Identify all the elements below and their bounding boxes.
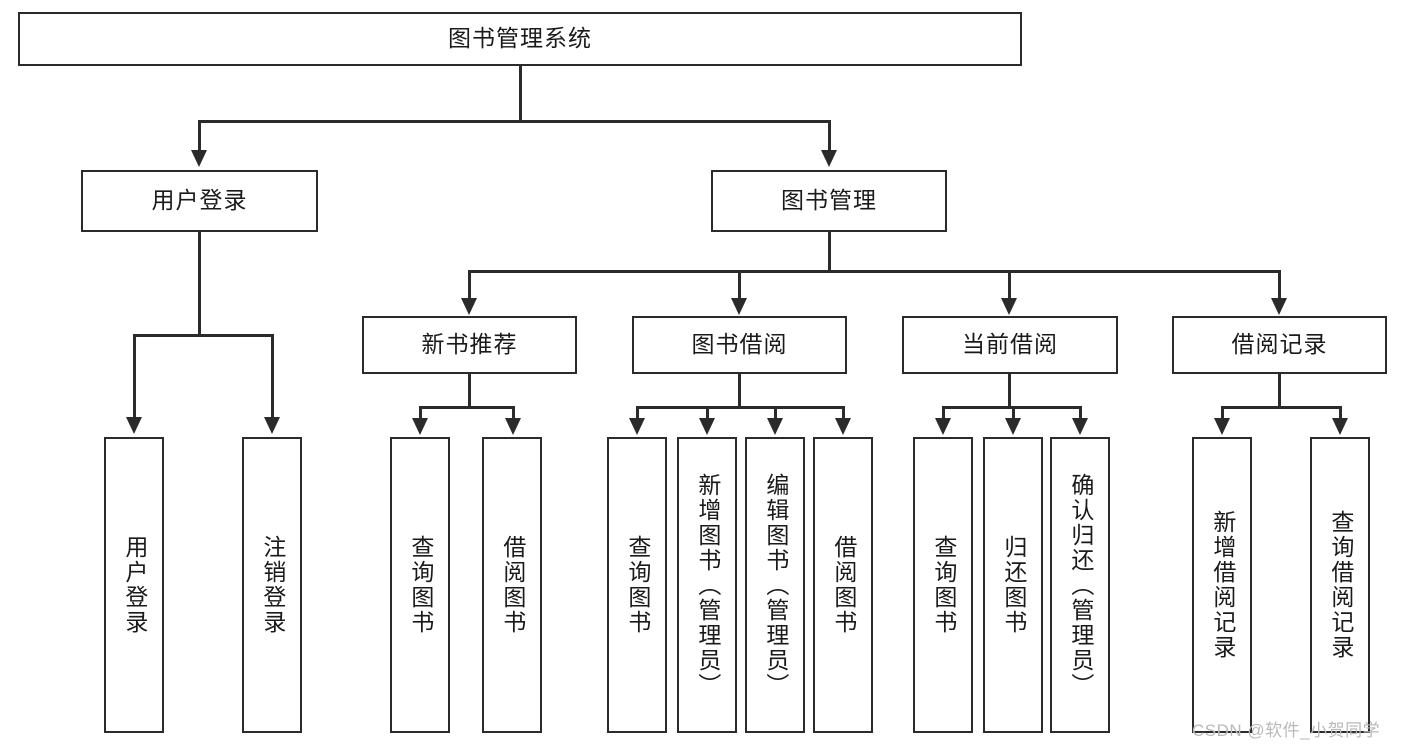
node-label: 当前借阅 — [962, 331, 1058, 358]
arrowhead-book-management-to-new-book — [461, 298, 477, 315]
arrowhead-book-management-to-current-borrow — [1001, 298, 1017, 315]
csdn-watermark: CSDN @软件_小贺同学 — [1192, 721, 1381, 740]
arrowhead-current-borrow-to-leaf-2 — [1005, 418, 1021, 435]
connector-current-borrow-stem — [1008, 374, 1011, 406]
leaf-new-book-borrow-book[interactable]: 借阅图书 — [482, 437, 542, 733]
arrowhead-book-borrow-to-leaf-1 — [629, 418, 645, 435]
connector-book-management-bar — [469, 270, 1280, 273]
connector-root-to-user-login — [198, 120, 201, 152]
connector-root-stem — [519, 66, 522, 120]
node-label: 新增图书（管理员） — [694, 472, 721, 698]
arrowhead-book-borrow-to-leaf-2 — [699, 418, 715, 435]
node-label: 确认归还（管理员） — [1067, 472, 1094, 698]
node-new-book-recommend[interactable]: 新书推荐 — [362, 316, 577, 374]
node-root-book-management-system[interactable]: 图书管理系统 — [18, 12, 1022, 66]
arrowhead-user-login-to-leaf-2 — [264, 417, 280, 434]
connector-book-borrow-stem — [738, 374, 741, 406]
leaf-new-book-query-book[interactable]: 查询图书 — [390, 437, 450, 733]
node-user-login[interactable]: 用户登录 — [81, 170, 318, 232]
connector-user-login-to-leaf-2 — [271, 334, 274, 419]
connector-book-management-to-current-borrow — [1008, 270, 1011, 300]
arrowhead-borrow-record-to-leaf-2 — [1332, 418, 1348, 435]
leaf-book-borrow-add-book-admin[interactable]: 新增图书（管理员） — [677, 437, 737, 733]
node-label: 图书管理 — [781, 187, 877, 214]
connector-book-borrow-to-leaf-2 — [706, 406, 709, 420]
node-label: 图书管理系统 — [448, 25, 592, 52]
node-borrow-record[interactable]: 借阅记录 — [1172, 316, 1387, 374]
node-label: 查询图书 — [930, 535, 957, 635]
connector-borrow-record-stem — [1278, 374, 1281, 406]
arrowhead-book-borrow-to-leaf-4 — [835, 418, 851, 435]
connector-book-borrow-to-leaf-3 — [774, 406, 777, 420]
connector-book-borrow-to-leaf-1 — [636, 406, 639, 420]
arrowhead-root-to-user-login — [191, 150, 207, 167]
arrowhead-current-borrow-to-leaf-1 — [935, 418, 951, 435]
leaf-current-borrow-confirm-return-admin[interactable]: 确认归还（管理员） — [1050, 437, 1110, 733]
node-label: 借阅图书 — [499, 535, 526, 635]
arrowhead-borrow-record-to-leaf-1 — [1214, 418, 1230, 435]
arrowhead-user-login-to-leaf-1 — [126, 417, 142, 434]
node-label: 借阅记录 — [1231, 331, 1328, 358]
node-label: 新书推荐 — [421, 331, 518, 358]
connector-root-to-book-management — [828, 120, 831, 152]
connector-current-borrow-to-leaf-1 — [942, 406, 945, 420]
arrowhead-book-management-to-book-borrow — [731, 298, 747, 315]
connector-book-borrow-bar — [637, 406, 845, 409]
leaf-book-borrow-edit-book-admin[interactable]: 编辑图书（管理员） — [745, 437, 805, 733]
node-label: 用户登录 — [121, 535, 148, 635]
arrowhead-book-management-to-borrow-record — [1271, 298, 1287, 315]
node-label: 借阅图书 — [830, 535, 857, 635]
connector-root-bar — [199, 120, 831, 123]
node-label: 用户登录 — [151, 187, 248, 214]
connector-current-borrow-to-leaf-3 — [1079, 406, 1082, 420]
arrowhead-new-book-to-leaf-2 — [505, 418, 521, 435]
node-book-borrow[interactable]: 图书借阅 — [632, 316, 847, 374]
connector-borrow-record-bar — [1222, 406, 1341, 409]
leaf-current-borrow-query-book[interactable]: 查询图书 — [913, 437, 973, 733]
node-label: 查询图书 — [624, 535, 651, 635]
leaf-user-login-logout[interactable]: 注销登录 — [242, 437, 302, 733]
connector-user-login-stem — [198, 232, 201, 334]
connector-borrow-record-to-leaf-2 — [1339, 406, 1342, 420]
connector-user-login-to-leaf-1 — [133, 334, 136, 419]
connector-new-book-bar — [420, 406, 514, 409]
node-label: 归还图书 — [1000, 535, 1027, 635]
leaf-user-login-login[interactable]: 用户登录 — [104, 437, 164, 733]
node-label: 新增借阅记录 — [1209, 510, 1236, 660]
leaf-book-borrow-query-book[interactable]: 查询图书 — [607, 437, 667, 733]
connector-current-borrow-to-leaf-2 — [1012, 406, 1015, 420]
connector-book-management-to-book-borrow — [738, 270, 741, 300]
node-label: 注销登录 — [259, 535, 286, 635]
leaf-borrow-record-query-record[interactable]: 查询借阅记录 — [1310, 437, 1370, 733]
node-label: 图书借阅 — [691, 331, 788, 358]
arrowhead-root-to-book-management — [821, 150, 837, 167]
connector-book-borrow-to-leaf-4 — [842, 406, 845, 420]
connector-book-management-stem — [828, 232, 831, 270]
leaf-current-borrow-return-book[interactable]: 归还图书 — [983, 437, 1043, 733]
node-label: 编辑图书（管理员） — [762, 472, 789, 698]
connector-book-management-to-new-book — [468, 270, 471, 300]
connector-new-book-to-leaf-2 — [512, 406, 515, 420]
leaf-book-borrow-borrow-book[interactable]: 借阅图书 — [813, 437, 873, 733]
arrowhead-current-borrow-to-leaf-3 — [1072, 418, 1088, 435]
node-label: 查询图书 — [407, 535, 434, 635]
node-label: 查询借阅记录 — [1327, 510, 1354, 660]
connector-book-management-to-borrow-record — [1278, 270, 1281, 300]
connector-borrow-record-to-leaf-1 — [1221, 406, 1224, 420]
arrowhead-new-book-to-leaf-1 — [412, 418, 428, 435]
connector-user-login-bar — [134, 334, 273, 337]
connector-new-book-stem — [468, 374, 471, 406]
arrowhead-book-borrow-to-leaf-3 — [767, 418, 783, 435]
node-current-borrow[interactable]: 当前借阅 — [902, 316, 1118, 374]
node-book-management[interactable]: 图书管理 — [711, 170, 947, 232]
connector-new-book-to-leaf-1 — [419, 406, 422, 420]
leaf-borrow-record-add-record[interactable]: 新增借阅记录 — [1192, 437, 1252, 733]
